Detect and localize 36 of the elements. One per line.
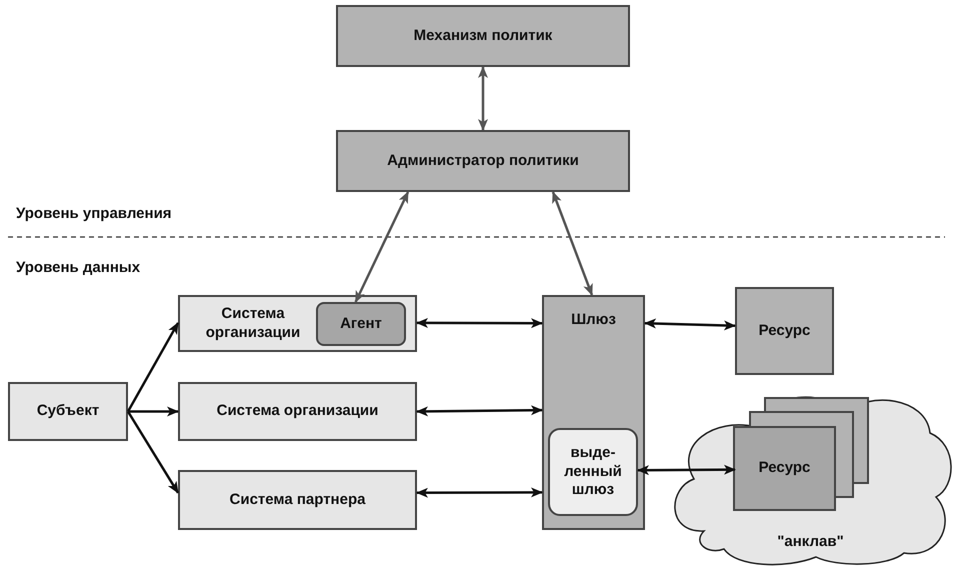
node-label: выде- ленный шлюз	[563, 444, 623, 500]
arrow	[126, 322, 180, 412]
agent-box	[316, 302, 406, 346]
dedicated-gateway-box	[548, 428, 638, 516]
node-label: Ресурс	[758, 322, 810, 340]
node-label: Ресурс	[758, 459, 810, 478]
process-box	[733, 426, 836, 511]
process-box	[178, 470, 417, 530]
arrow	[126, 410, 180, 494]
arrow	[416, 405, 543, 416]
arrow	[637, 464, 736, 476]
gateway-box	[542, 295, 645, 530]
arrow	[552, 191, 594, 296]
arrow	[416, 318, 543, 328]
process-box	[178, 382, 417, 441]
node-label: Система организации	[204, 304, 302, 342]
node-label: Агент	[340, 314, 382, 334]
arrow	[416, 487, 543, 498]
layer-label: Уровень данных	[16, 259, 140, 276]
node-label: Субъект	[36, 402, 100, 421]
process-box	[8, 382, 128, 441]
process-box	[336, 130, 630, 192]
process-box	[336, 5, 630, 67]
node-label: Шлюз	[571, 311, 616, 330]
arrow	[478, 66, 488, 131]
node-label: "анклав"	[777, 533, 844, 552]
process-box	[735, 287, 834, 375]
arrow	[354, 191, 410, 303]
node-label: Администратор политики	[387, 152, 579, 170]
layer-label: Уровень управления	[16, 205, 172, 222]
node-label: Система партнера	[230, 490, 366, 510]
node-label: Механизм политик	[414, 26, 552, 46]
arrow	[128, 406, 179, 416]
arrow	[644, 318, 736, 330]
process-box	[178, 295, 417, 352]
node-label: Система организации	[216, 402, 378, 421]
